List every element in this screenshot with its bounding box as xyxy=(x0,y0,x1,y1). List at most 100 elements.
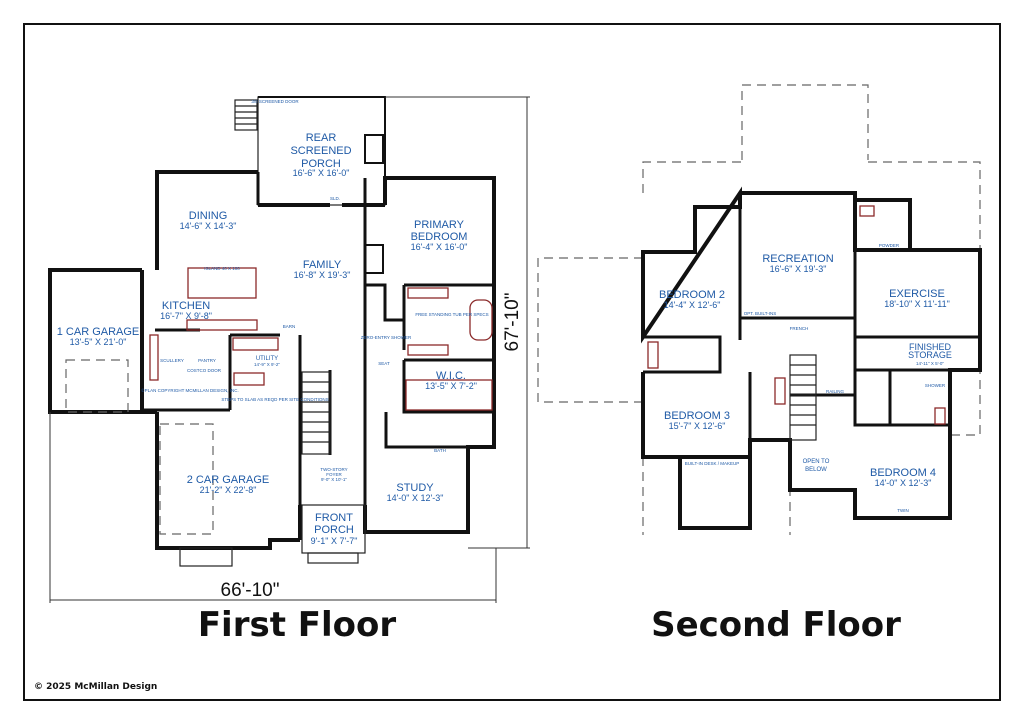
garage-below-outline xyxy=(642,457,791,535)
room-name: 2 CAR GARAGE xyxy=(187,474,270,486)
width-dimension-label: 66'-10" xyxy=(221,580,280,601)
room-name: PORCH xyxy=(314,524,354,536)
note: SEAT xyxy=(378,361,390,366)
room-name: BELOW xyxy=(805,467,827,473)
second-floor-plan: RECREATION 16'-6" X 19'-3" BEDROOM 2 14'… xyxy=(537,84,982,645)
first-floor-title: First Floor xyxy=(198,605,397,645)
closet-wing-walls xyxy=(678,457,752,530)
room-size: 14'-11" X 5'-0" xyxy=(916,361,944,366)
kitchen-counter xyxy=(186,319,258,331)
room-size: 16'-6" X 19'-3" xyxy=(770,264,827,274)
depth-dimension-label: 67'-10" xyxy=(502,293,523,352)
room-name: BEDROOM 3 xyxy=(664,410,730,422)
room-size: 14'-4" X 12'-6" xyxy=(664,300,721,310)
depth-dimension-line xyxy=(385,96,530,549)
room-name: BEDROOM 2 xyxy=(659,289,725,301)
room-name: FOYER xyxy=(326,472,342,477)
room-size: 15'-7" X 12'-6" xyxy=(669,421,726,431)
room-name: KITCHEN xyxy=(162,300,210,312)
room-size: 18'-10" X 11'-11" xyxy=(884,299,950,309)
room-name: REAR xyxy=(306,132,337,144)
family-fireplace xyxy=(364,244,384,274)
note: ISLAND 40 X 100 xyxy=(204,266,240,271)
room-name: BEDROOM xyxy=(411,231,468,243)
room-size: 13'-5" X 7'-2" xyxy=(425,381,477,391)
room-size: 16'-4" X 16'-0" xyxy=(411,242,468,252)
main-stairs xyxy=(301,371,331,455)
note: BUILT-IN DESK / MAKEUP xyxy=(685,461,739,466)
width-dimension-line xyxy=(49,412,497,603)
note: RAILING xyxy=(826,389,845,394)
two-car-door-outline xyxy=(159,423,214,535)
porch-roof-outline xyxy=(741,84,869,160)
note: FREE STANDING TUB PER SPECS xyxy=(415,312,488,317)
room-name: TWO-STORY xyxy=(320,467,347,472)
room-size: 16'-8" X 19'-3" xyxy=(294,270,351,280)
sheet-border xyxy=(23,23,1001,701)
room-name: EXERCISE xyxy=(889,288,945,300)
porch-fireplace xyxy=(364,134,384,164)
room-name: RECREATION xyxy=(762,253,833,265)
bath2-tub xyxy=(647,341,659,369)
powder-walls xyxy=(853,193,912,250)
note: SHOWER xyxy=(925,383,946,388)
room-name: STUDY xyxy=(396,482,434,494)
room-size: 16'-7" X 9'-8" xyxy=(160,311,212,321)
wic-shelving xyxy=(405,379,493,411)
note: TWIN xyxy=(897,508,909,513)
room-name: OPEN TO xyxy=(803,459,830,465)
room-size: 14'-0" X 12'-3" xyxy=(387,493,444,503)
note: BARN xyxy=(283,324,296,329)
one-car-door-outline xyxy=(65,359,129,413)
room-name: UTILITY xyxy=(256,356,278,362)
room-size: 9'-1" X 7'-7" xyxy=(311,536,358,546)
first-floor-plan: REAR SCREENED PORCH 16'-6" X 16'-0" DINI… xyxy=(48,96,530,645)
second-floor-interior-walls xyxy=(643,193,980,440)
room-name: 1 CAR GARAGE xyxy=(57,326,140,338)
room-size: 14'-0" X 12'-3" xyxy=(875,478,932,488)
note: OPT. BUILT-INS xyxy=(744,311,776,316)
primary-vanity-1 xyxy=(407,287,449,299)
note: BATH xyxy=(434,448,446,453)
front-steps xyxy=(307,552,359,564)
bath4-vanity xyxy=(934,407,946,425)
scullery-counter xyxy=(149,334,159,381)
room-size: 16'-6" X 16'-0" xyxy=(293,168,350,178)
freestanding-tub xyxy=(469,299,493,341)
note: STEPS TO SLAB AS REQD PER SITE CONDITION… xyxy=(221,397,328,402)
note: SCULLERY xyxy=(160,358,184,363)
room-size: 13'-5" X 21'-0" xyxy=(70,337,127,347)
note: POWDER xyxy=(879,243,900,248)
note: FRENCH xyxy=(790,326,809,331)
one-car-garage-walls xyxy=(48,268,142,414)
powder-vanity xyxy=(859,205,875,217)
room-name: FRONT xyxy=(315,512,353,524)
second-floor-title: Second Floor xyxy=(651,605,901,645)
room-size: 14'-9" X 9'-2" xyxy=(254,362,280,367)
kitchen-island xyxy=(187,267,257,299)
rear-steps xyxy=(234,99,258,131)
room-size: 21'-2" X 22'-8" xyxy=(200,485,257,495)
room-name: DINING xyxy=(189,210,228,222)
bath3-vanity xyxy=(774,377,786,405)
room-size: 14'-6" X 14'-3" xyxy=(180,221,237,231)
room-size: 9'-0" X 10'-1" xyxy=(321,477,347,482)
room-name: SCREENED xyxy=(290,145,351,157)
note: ©PLAN COPYRIGHT MCMILLAN DESIGN, INC. xyxy=(141,387,239,393)
room-name: FINISHED xyxy=(909,342,952,352)
primary-vanity-2 xyxy=(407,344,449,356)
garage-roof-outline xyxy=(537,257,643,403)
room-name: FAMILY xyxy=(303,259,342,271)
upper-stairs xyxy=(789,354,817,441)
room-name: PORCH xyxy=(301,158,341,170)
note: SLD. xyxy=(330,196,340,201)
note: ZERO-ENTRY SHOWER xyxy=(361,335,412,340)
room-name: W.I.C. xyxy=(436,370,466,382)
room-name: BEDROOM 4 xyxy=(870,467,936,479)
note: 3/0 SCREENED DOOR xyxy=(251,99,299,104)
note: PANTRY xyxy=(198,358,216,363)
note: COSTCO DOOR xyxy=(187,368,222,373)
room-name: STORAGE xyxy=(908,350,952,360)
washer-dryer xyxy=(233,372,265,386)
